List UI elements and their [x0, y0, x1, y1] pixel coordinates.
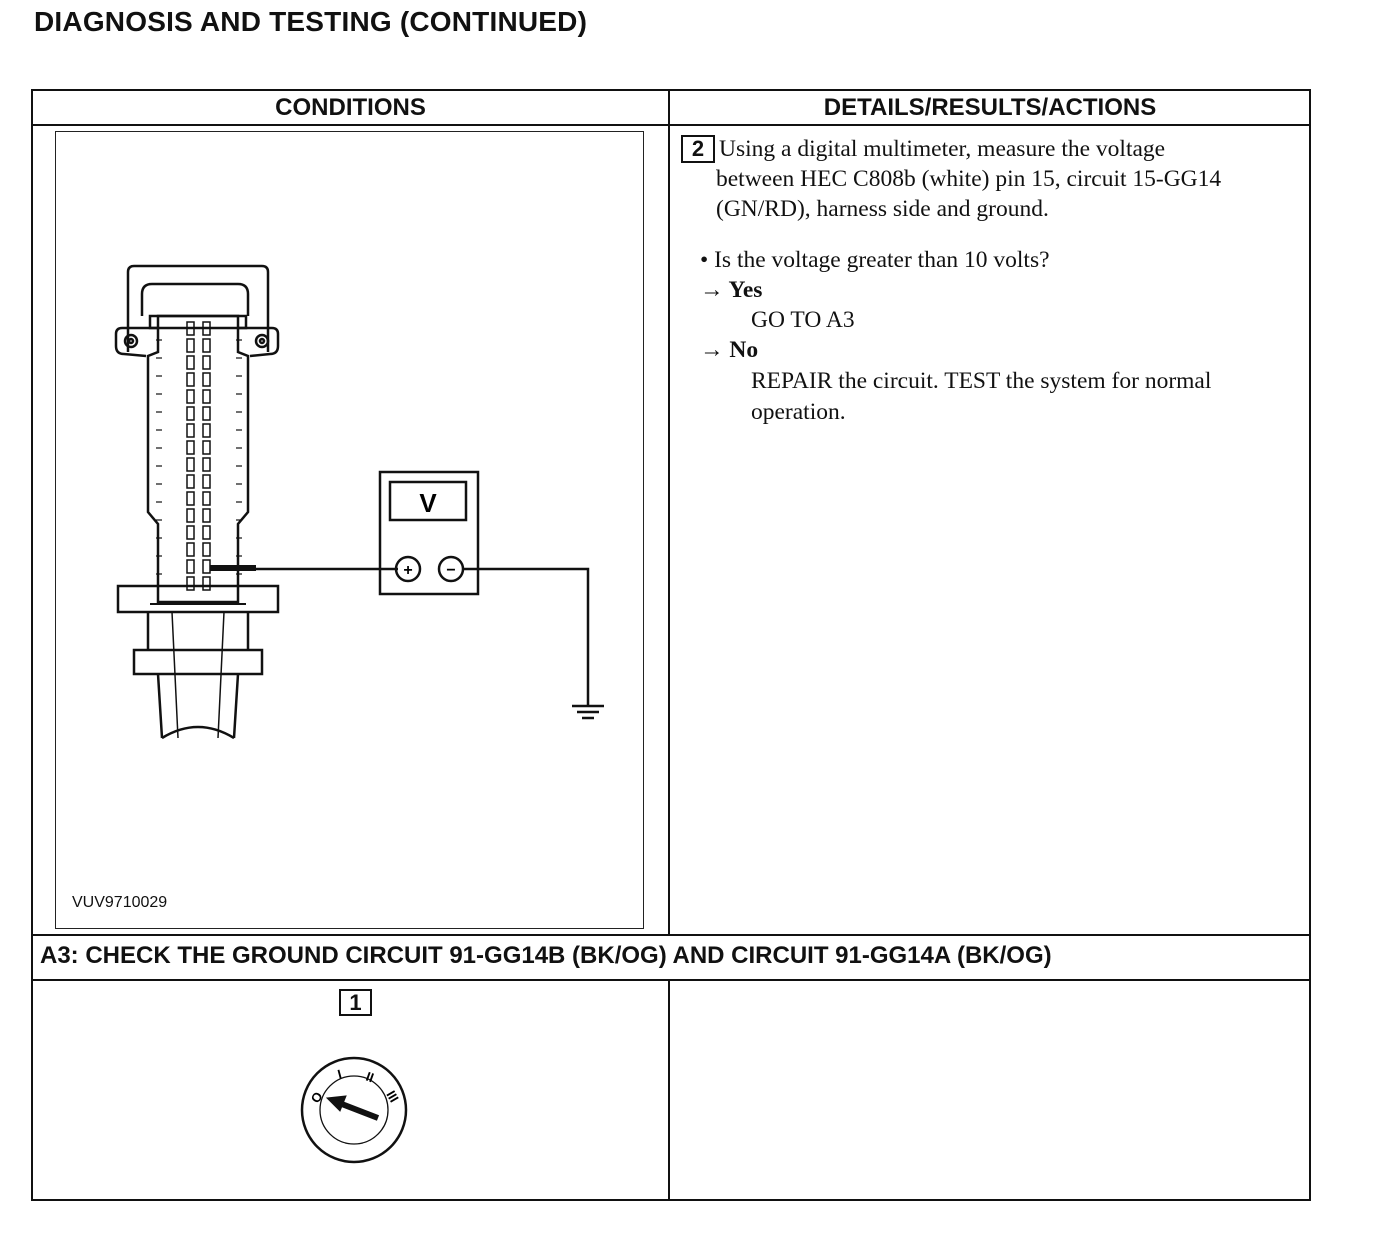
connector-pin	[186, 491, 195, 506]
connector-figure	[55, 131, 644, 929]
figure-code: VUV9710029	[72, 894, 168, 911]
connector-pin	[202, 491, 211, 506]
page-title: DIAGNOSIS AND TESTING (CONTINUED)	[34, 6, 588, 37]
connector-pin	[202, 474, 211, 489]
connector-pin	[202, 542, 211, 557]
section-divider-top	[31, 934, 1311, 936]
step-2-question: • Is the voltage greater than 10 volts?	[700, 247, 1050, 273]
meter-minus-label: −	[446, 562, 455, 579]
meter-display	[388, 480, 468, 522]
diagnostic-table	[31, 89, 1311, 1201]
connector-right-ear	[238, 326, 280, 358]
column-divider-top	[668, 89, 670, 936]
no-branch-label: → No	[700, 337, 759, 363]
connector-pin	[202, 457, 211, 472]
connector-pin	[186, 372, 195, 387]
connector-pin	[186, 559, 195, 574]
connector-left-ear	[114, 326, 158, 358]
section-a3-title: A3: CHECK THE GROUND CIRCUIT 91-GG14B (B…	[40, 942, 1052, 969]
connector-pin	[202, 321, 211, 336]
connector-pin	[186, 508, 195, 523]
connector-pin	[186, 423, 195, 438]
no-branch-action-2: operation.	[751, 399, 846, 425]
connector-pin	[202, 559, 211, 574]
step-1-number: 1	[339, 989, 372, 1016]
meter-plus-label: +	[403, 562, 412, 579]
connector-pin	[186, 355, 195, 370]
connector-pin	[186, 338, 195, 353]
ignition-pos-0: O	[308, 1089, 326, 1105]
section-divider-bottom	[31, 979, 1311, 981]
step-2-line-3: (GN/RD), harness side and ground.	[716, 196, 1049, 222]
meter-negative-jack	[437, 555, 465, 583]
step-2-line-1: Using a digital multimeter, measure the …	[719, 136, 1166, 162]
left-ear-screw	[123, 333, 139, 349]
meter-symbol: V	[419, 488, 437, 518]
step-2-line-2: between HEC C808b (white) pin 15, circui…	[716, 166, 1222, 192]
step-2-number: 2	[681, 135, 715, 163]
no-branch-action-1: REPAIR the circuit. TEST the system for …	[751, 368, 1212, 394]
ignition-pos-2: II	[364, 1069, 376, 1086]
connector-pin	[202, 372, 211, 387]
connector-upper-flange	[116, 584, 280, 614]
cable	[146, 612, 250, 739]
connector-pin	[186, 457, 195, 472]
connector-pin	[202, 508, 211, 523]
connector-pin	[202, 440, 211, 455]
connector-pin	[186, 440, 195, 455]
connector-pin	[186, 525, 195, 540]
connector-pin	[202, 525, 211, 540]
connector-body	[146, 314, 250, 604]
side-ribs	[156, 339, 242, 575]
connector-pin	[202, 576, 211, 591]
connector-pin	[202, 389, 211, 404]
connector-pin	[186, 389, 195, 404]
connector-lower-flange	[132, 648, 264, 676]
conditions-header: CONDITIONS	[275, 94, 426, 121]
connector-pin	[186, 474, 195, 489]
connector-pin	[202, 355, 211, 370]
connector-latch-inner	[140, 282, 250, 316]
connector-pin	[186, 576, 195, 591]
ignition-pos-1: I	[336, 1066, 343, 1081]
negative-lead	[462, 567, 590, 705]
header-divider	[31, 124, 1311, 126]
meter-positive-jack	[394, 555, 422, 583]
ignition-pos-3: III	[383, 1088, 401, 1105]
connector-pin	[202, 338, 211, 353]
multimeter	[378, 470, 480, 596]
connector-latch-outer	[126, 264, 270, 352]
connector-pin	[186, 542, 195, 557]
details-header: DETAILS/RESULTS/ACTIONS	[823, 94, 1157, 121]
column-divider-bottom	[668, 979, 670, 1201]
connector-pin	[202, 406, 211, 421]
yes-branch-label: → Yes	[700, 277, 763, 303]
connector-pin	[186, 406, 195, 421]
connector-pin	[186, 321, 195, 336]
ignition-switch-icon	[300, 1056, 408, 1164]
yes-branch-action[interactable]: GO TO A3	[751, 307, 855, 333]
connector-pin	[202, 423, 211, 438]
connector-pins	[186, 321, 211, 591]
right-ear-screw	[254, 333, 270, 349]
